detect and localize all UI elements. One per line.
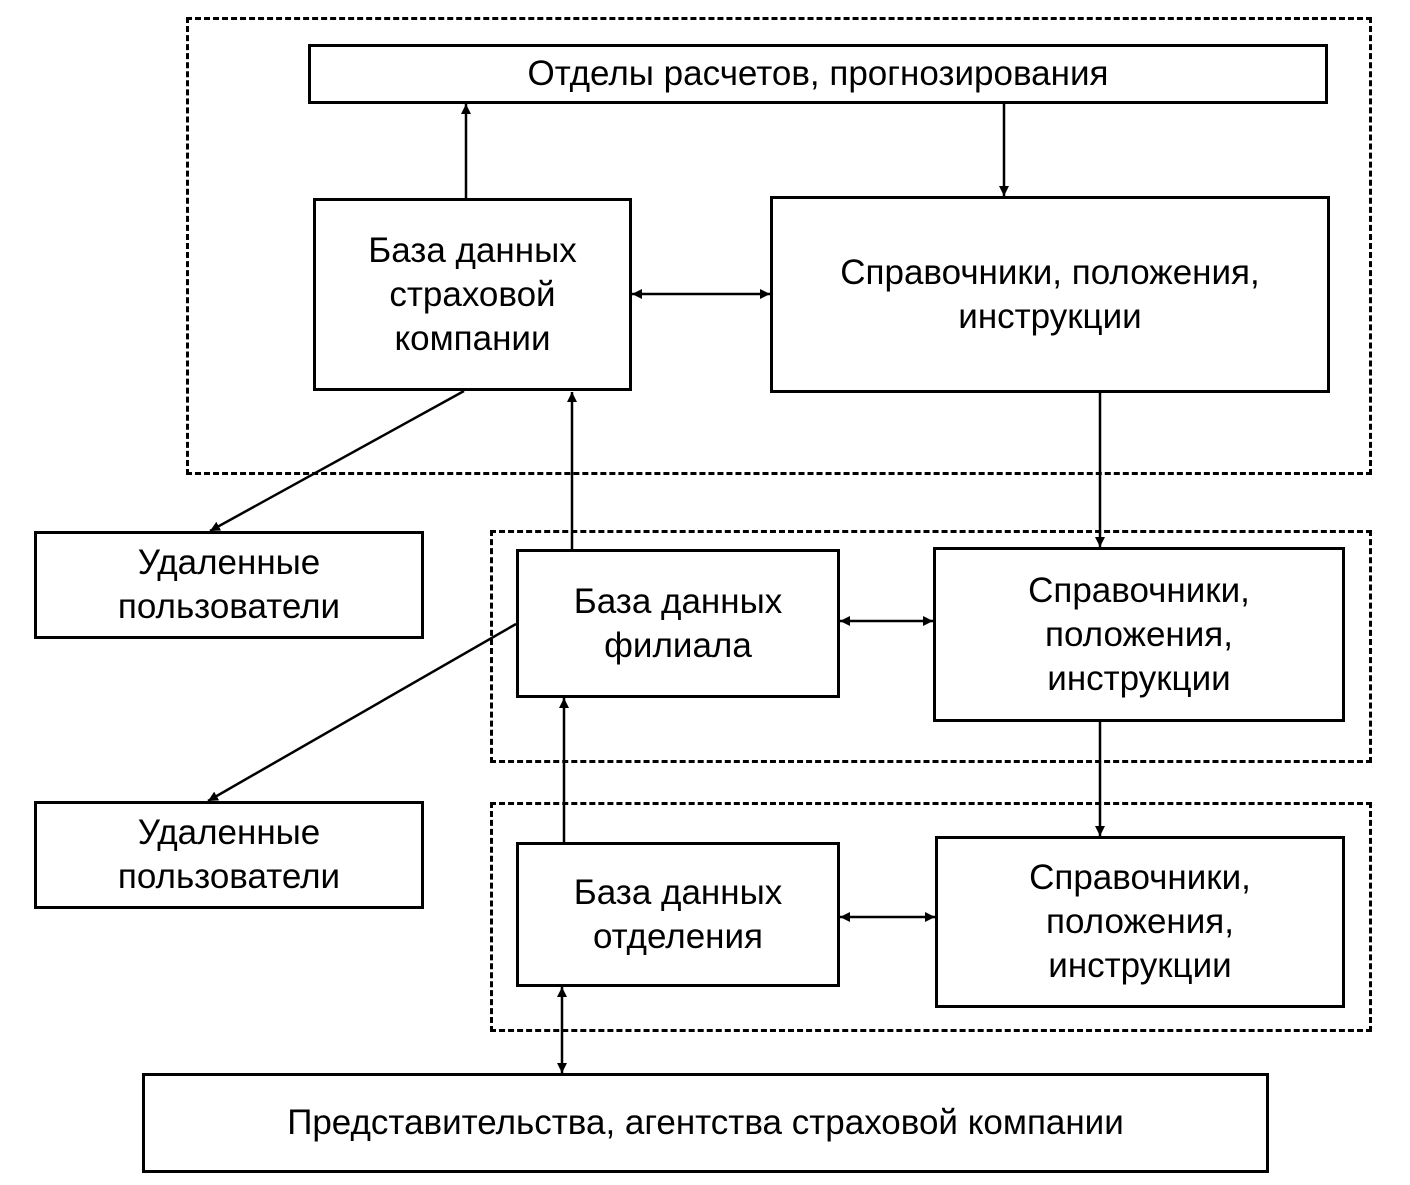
company-db-box: База данных страховой компании <box>313 198 632 391</box>
remote-users-2-box: Удаленные пользователи <box>34 801 424 909</box>
division-level-group <box>490 802 1372 1032</box>
company-level-group <box>186 17 1372 475</box>
division-db-box: База данных отделения <box>516 842 840 987</box>
remote-users-1-box: Удаленные пользователи <box>34 531 424 639</box>
branch-db-box: База данных филиала <box>516 549 840 698</box>
agencies-box: Представительства, агентства страховой к… <box>142 1073 1269 1173</box>
division-refs-box: Справочники, положения, инструкции <box>935 836 1345 1008</box>
company-refs-box: Справочники, положения, инструкции <box>770 196 1330 393</box>
edge-branchdb-to-remote2 <box>207 622 517 803</box>
branch-refs-box: Справочники, положения, инструкции <box>933 547 1345 722</box>
branch-level-group <box>490 530 1372 763</box>
edge-companydb-to-remote1 <box>209 389 465 533</box>
calc-departments-box: Отделы расчетов, прогнозирования <box>308 44 1328 104</box>
